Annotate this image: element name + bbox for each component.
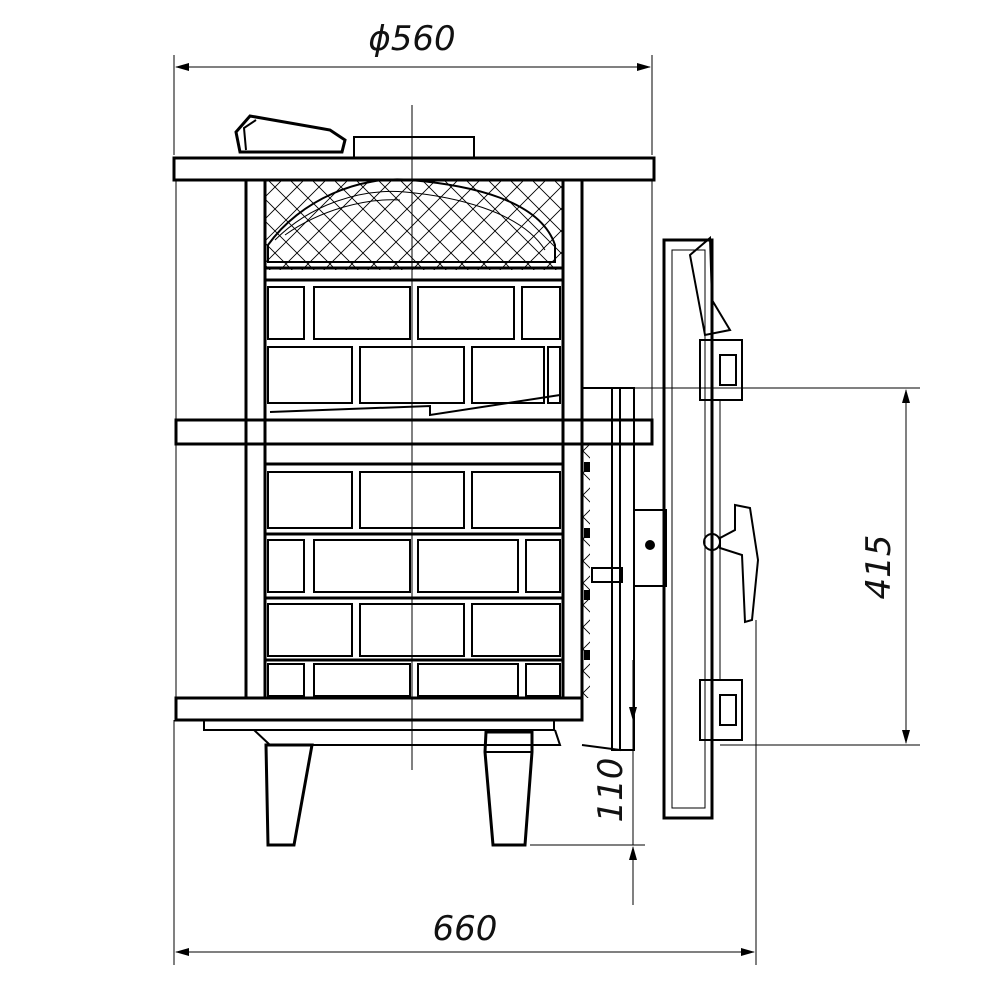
dimension-width: 660 [173, 620, 757, 965]
insulation-panels [175, 179, 653, 699]
dimension-diameter-label: ϕ560 [368, 19, 455, 59]
dimension-door-height-label: 415 [859, 535, 899, 600]
dimension-leg-height-label: 110 [591, 758, 631, 823]
dimension-leg-height: 110 [530, 660, 645, 905]
firebrick-upper [265, 266, 563, 417]
door-handle [703, 503, 760, 624]
dimension-width-label: 660 [433, 909, 498, 949]
middle-band [174, 418, 654, 446]
firebrick-lower [265, 462, 563, 697]
firebox-baffle [267, 178, 556, 263]
door-assembly [581, 235, 743, 820]
stove-legs [264, 730, 534, 847]
bottom-plate [174, 696, 584, 746]
dimension-diameter: ϕ560 [173, 19, 653, 155]
stove-top-plate [172, 114, 656, 182]
dimension-door-height: 415 [610, 387, 920, 746]
